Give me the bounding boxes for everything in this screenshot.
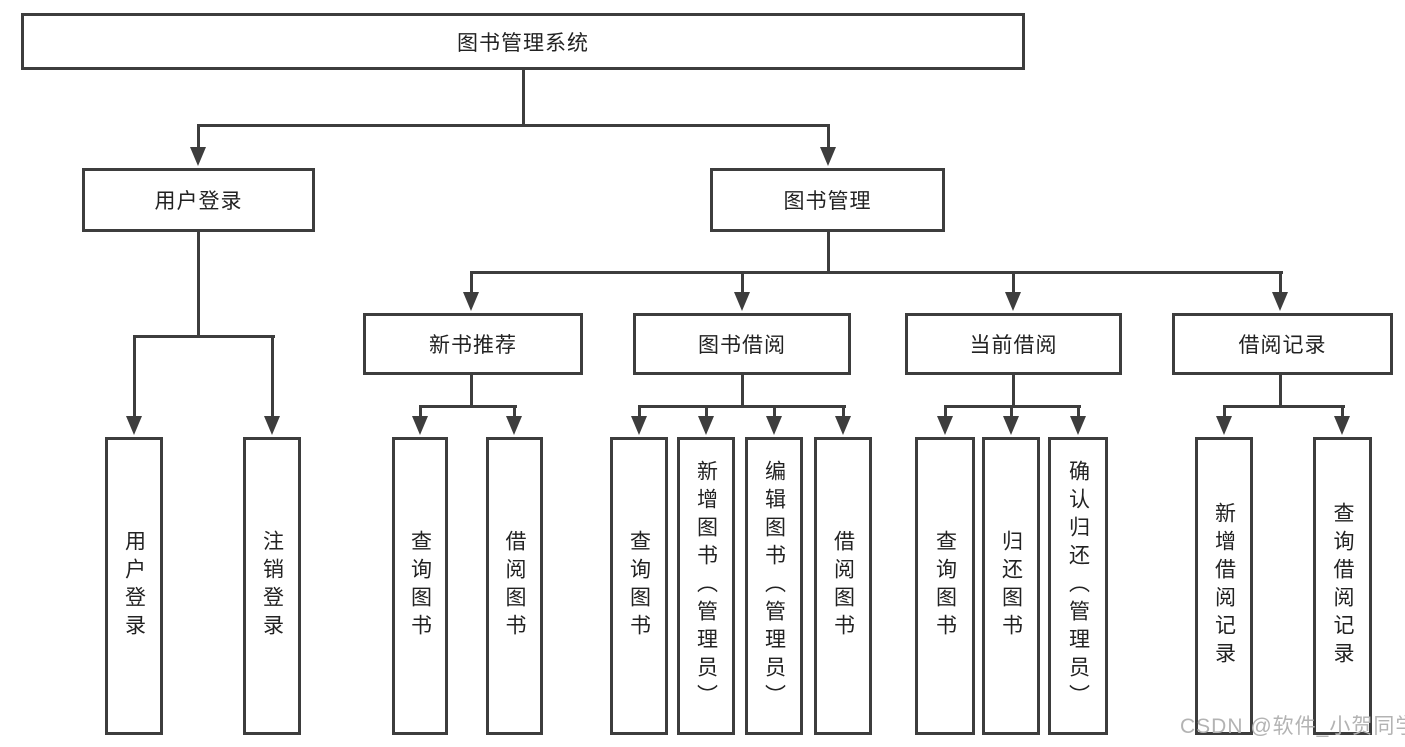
node-confirm-return-admin: 确认归还（管理员） [1048, 437, 1108, 735]
arrow-down-icon [1334, 416, 1350, 435]
connector-stem [944, 405, 947, 421]
connector-stem [638, 405, 641, 421]
connector-stem [1010, 405, 1013, 421]
connector-stem [773, 405, 776, 421]
connector-stem [1279, 375, 1282, 407]
node-add-borrow-record: 新增借阅记录 [1195, 437, 1253, 735]
node-label: 借阅记录 [1238, 334, 1327, 357]
node-label: 查询图书 [627, 530, 651, 642]
node-label: 图书管理系统 [457, 31, 589, 55]
arrow-down-icon [412, 416, 428, 435]
connector-stem [827, 232, 830, 273]
node-add-books-admin: 新增图书（管理员） [677, 437, 735, 735]
node-label: 查询图书 [408, 530, 432, 642]
arrow-down-icon [1216, 416, 1232, 435]
connector-stem [1077, 405, 1080, 421]
connector-root-rail [197, 124, 830, 127]
node-borrow-books-recommend: 借阅图书 [486, 437, 543, 735]
node-label: 查询图书 [933, 530, 957, 642]
arrow-down-icon [1272, 292, 1288, 311]
node-user-login-branch: 用户登录 [82, 168, 315, 232]
arrow-down-icon [126, 416, 142, 435]
node-label: 确认归还（管理员） [1066, 460, 1090, 712]
node-query-borrow-record: 查询借阅记录 [1313, 437, 1372, 735]
arrow-down-icon [506, 416, 522, 435]
node-label: 查询借阅记录 [1331, 502, 1354, 670]
node-query-books-current: 查询图书 [915, 437, 975, 735]
connector-stem [133, 335, 136, 420]
node-borrowing-records: 借阅记录 [1172, 313, 1393, 375]
arrow-down-icon [820, 147, 836, 166]
node-library-system-root: 图书管理系统 [21, 13, 1025, 70]
node-label: 当前借阅 [969, 334, 1058, 357]
arrow-down-icon [734, 292, 750, 311]
connector-rail [419, 405, 517, 408]
node-edit-books-admin: 编辑图书（管理员） [745, 437, 803, 735]
node-label: 注销登录 [260, 530, 284, 642]
node-query-books-recommend: 查询图书 [392, 437, 448, 735]
node-return-books: 归还图书 [982, 437, 1040, 735]
node-logout-action: 注销登录 [243, 437, 301, 735]
arrow-down-icon [835, 416, 851, 435]
connector-stem [1223, 405, 1226, 421]
node-label: 图书管理 [783, 190, 872, 213]
node-label: 借阅图书 [503, 530, 526, 642]
node-label: 图书借阅 [698, 334, 786, 357]
connector-stem [197, 124, 200, 154]
connector-stem [271, 335, 274, 420]
node-query-books-borrowing: 查询图书 [610, 437, 668, 735]
connector-stem [827, 124, 830, 154]
connector-stem [470, 375, 473, 407]
node-label: 用户登录 [122, 530, 146, 642]
node-label: 新增图书（管理员） [694, 460, 718, 712]
watermark: CSDN @软件_小贺同学 [1180, 715, 1405, 738]
arrow-down-icon [1070, 416, 1086, 435]
connector-stem [1012, 375, 1015, 407]
node-book-borrowing: 图书借阅 [633, 313, 851, 375]
arrow-down-icon [937, 416, 953, 435]
connector-stem [419, 405, 422, 421]
connector-stem [1341, 405, 1344, 421]
node-current-borrowing: 当前借阅 [905, 313, 1122, 375]
connector-root-stem [522, 68, 525, 126]
node-label: 新增借阅记录 [1212, 502, 1236, 670]
connector-stem [1012, 271, 1015, 297]
arrow-down-icon [190, 147, 206, 166]
node-label: 编辑图书（管理员） [762, 460, 786, 712]
connector-stem [197, 232, 200, 338]
node-label: 借阅图书 [831, 530, 855, 642]
arrow-down-icon [698, 416, 714, 435]
node-new-book-recommendation: 新书推荐 [363, 313, 583, 375]
arrow-down-icon [463, 292, 479, 311]
connector-rail [638, 405, 846, 408]
connector-stem [513, 405, 516, 421]
connector-stem [470, 271, 473, 297]
node-book-management-branch: 图书管理 [710, 168, 945, 232]
connector-stem [741, 375, 744, 407]
arrow-down-icon [1005, 292, 1021, 311]
connector-rail [1223, 405, 1345, 408]
connector-stem [741, 271, 744, 297]
connector-stem [842, 405, 845, 421]
connector-rail [470, 271, 1283, 274]
connector-stem [705, 405, 708, 421]
arrow-down-icon [264, 416, 280, 435]
node-label: 用户登录 [154, 190, 243, 213]
connector-stem [1279, 271, 1282, 297]
arrow-down-icon [1003, 416, 1019, 435]
arrow-down-icon [631, 416, 647, 435]
arrow-down-icon [766, 416, 782, 435]
connector-rail [133, 335, 275, 338]
node-user-login-action: 用户登录 [105, 437, 163, 735]
node-borrow-books-borrowing: 借阅图书 [814, 437, 872, 735]
node-label: 新书推荐 [429, 334, 517, 357]
node-label: 归还图书 [999, 530, 1023, 642]
